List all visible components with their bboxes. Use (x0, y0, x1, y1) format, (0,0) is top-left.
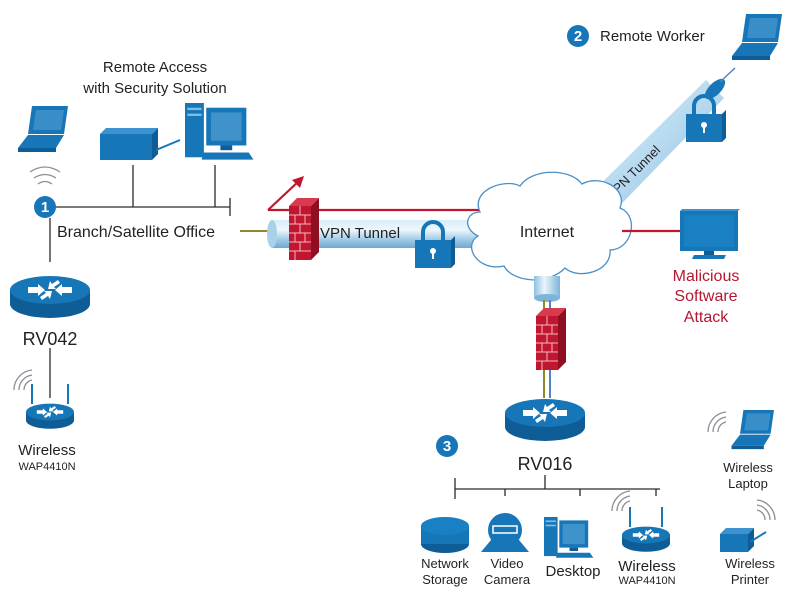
wireless-ap-label-1: Wireless (618, 558, 676, 575)
wireless-printer-icon (719, 527, 767, 553)
branch-firewall-icon (288, 197, 320, 261)
svg-text:3: 3 (443, 438, 451, 455)
video-camera-icon (481, 513, 529, 552)
attacker-monitor-icon (680, 209, 740, 259)
hq-lan-wires (454, 475, 660, 499)
rv042-router-icon (10, 276, 90, 318)
rv016-router-icon (505, 399, 585, 441)
branch-printer-icon (100, 128, 181, 160)
attack-label-line3: Attack (684, 309, 729, 326)
video-camera-label-2: Camera (484, 572, 531, 587)
network-storage-label-1: Network (421, 556, 469, 571)
branch-wireless-waves-icon (29, 166, 61, 185)
remote-worker-label: Remote Worker (600, 28, 705, 45)
wireless-laptop-icon (731, 410, 774, 450)
hq-firewall-icon (535, 307, 567, 371)
network-storage-label-2: Storage (422, 572, 468, 587)
section-badge-1: 1 (34, 196, 56, 218)
blocked-attack-arrow-icon (267, 176, 304, 212)
wireless-printer-label-1: Wireless (725, 556, 775, 571)
branch-title-line1: Remote Access (103, 59, 207, 76)
desktop-icon (544, 517, 594, 558)
svg-text:2: 2 (574, 28, 582, 45)
wireless-laptop-label-2: Laptop (728, 476, 768, 491)
section-badge-2: 2 (567, 25, 589, 47)
branch-wap-label: Wireless (18, 442, 76, 459)
vpn-tunnel-label-horizontal: VPN Tunnel (320, 225, 400, 242)
desktop-label: Desktop (545, 563, 600, 580)
network-storage-icon (421, 517, 469, 553)
wireless-laptop-waves-icon (707, 411, 727, 433)
wireless-printer-label-2: Printer (731, 572, 770, 587)
wireless-ap-label-2: WAP4410N (618, 575, 675, 587)
svg-text:1: 1 (41, 199, 49, 216)
branch-lan-wires (49, 165, 231, 398)
attack-label-line2: Software (674, 288, 737, 305)
attack-label-line1: Malicious (673, 268, 740, 285)
wireless-laptop-label-1: Wireless (723, 460, 773, 475)
branch-laptop-icon (18, 106, 68, 152)
branch-wap-model: WAP4410N (18, 461, 75, 473)
internet-label: Internet (520, 224, 575, 241)
video-camera-label-1: Video (490, 556, 523, 571)
wireless-printer-waves-icon (756, 499, 776, 521)
branch-wap-icon (13, 369, 74, 429)
section-badge-3: 3 (436, 435, 458, 457)
branch-office-label: Branch/Satellite Office (57, 224, 215, 241)
wireless-ap-icon (611, 490, 670, 552)
remote-worker-laptop-icon (732, 14, 782, 60)
branch-title-line2: with Security Solution (82, 80, 226, 97)
rv042-label: RV042 (23, 329, 78, 349)
branch-desktop-icon (185, 103, 254, 160)
rv016-label: RV016 (518, 454, 573, 474)
hq-uplink-tunnel (534, 276, 560, 302)
remote-worker-link (719, 67, 736, 83)
internet-cloud-icon (467, 171, 632, 281)
